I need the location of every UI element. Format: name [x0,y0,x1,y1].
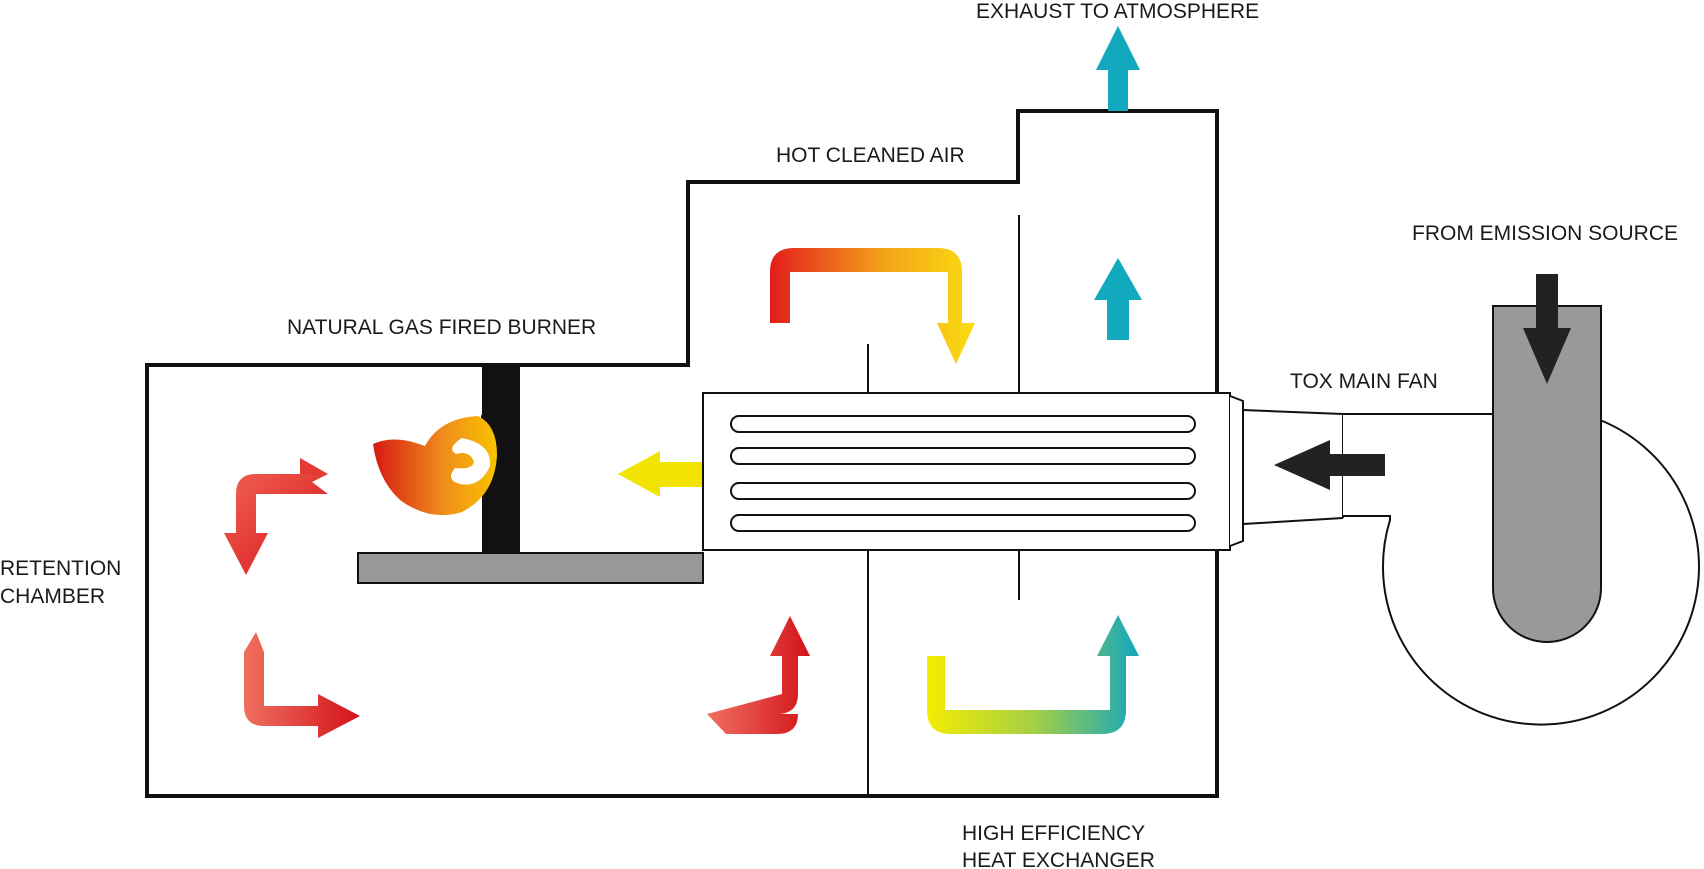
hot-cleaned-air-label: HOT CLEANED AIR [776,144,965,167]
tox-main-fan-label: TOX MAIN FAN [1290,370,1438,393]
cleaned-air-up-arrow [1094,258,1142,340]
preheated-air-arrowhead [618,451,660,497]
burner-base-plate [357,552,704,584]
exchanger-inlet-flange [1229,395,1244,547]
retention-chamber-label-1: RETENTION [0,557,121,580]
retention-down-arrow [224,474,328,575]
emission-inlet-arrow [1523,274,1571,384]
fan-discharge-arrow [1274,440,1385,490]
flame-icon [373,416,497,516]
exhaust-arrow [1096,26,1140,111]
exchanger-tube [730,415,1196,433]
exhaust-label: EXHAUST TO ATMOSPHERE [976,0,1259,23]
retention-right-arrow [244,632,360,738]
heat-exchanger-label-1: HIGH EFFICIENCY [962,822,1145,845]
bottom-loop-arrow [927,615,1139,734]
oxidizer-housing-outline [145,109,1219,798]
exchanger-tube [730,482,1196,500]
exchanger-tube [730,447,1196,465]
retention-chamber-label-2: CHAMBER [0,585,105,608]
return-up-arrow [707,616,810,734]
emission-source-label: FROM EMISSION SOURCE [1412,222,1678,245]
heat-exchanger-label-2: HEAT EXCHANGER [962,849,1155,869]
emission-source-inlet-pipe [1492,305,1602,643]
retention-down-arrow-tail [300,458,328,474]
heat-exchanger [702,392,1244,551]
exchanger-tube [730,514,1196,532]
burner-label: NATURAL GAS FIRED BURNER [287,316,596,339]
top-loop-arrow [770,248,975,364]
